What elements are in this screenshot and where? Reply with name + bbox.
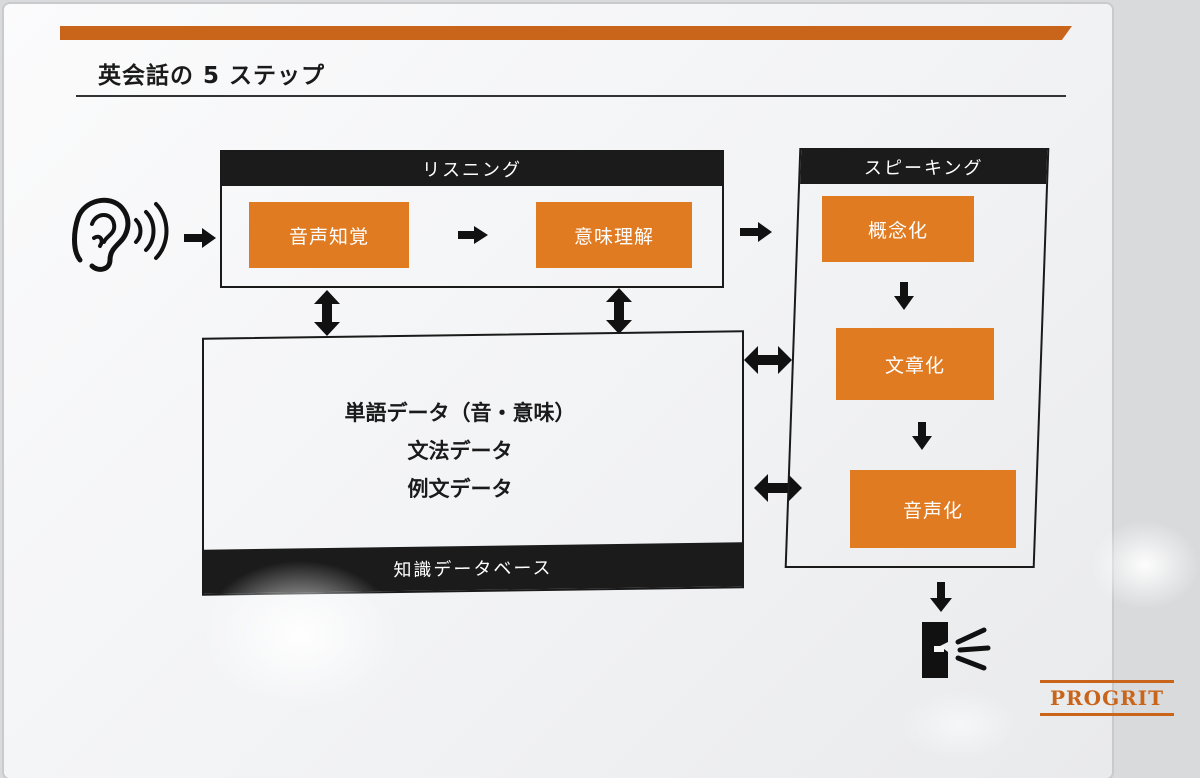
double-arrow-vertical-icon: [314, 290, 340, 336]
glare-reflection: [200, 560, 400, 710]
step-articulation: 音声化: [850, 470, 1016, 548]
arrow-down-icon: [912, 422, 932, 450]
knowledge-line-examples: 例文データ: [407, 477, 513, 501]
arrow-down-icon: [894, 282, 914, 310]
title-divider: [76, 95, 1066, 97]
double-arrow-vertical-icon: [606, 288, 632, 334]
brand-logo: PROGRIT: [1040, 680, 1174, 716]
top-accent-bar: [60, 26, 1072, 40]
step-sound-perception: 音声知覚: [249, 202, 409, 268]
glare-reflection: [900, 690, 1020, 760]
double-arrow-horizontal-icon: [754, 474, 802, 502]
listening-label: リスニング: [222, 152, 722, 186]
glare-reflection: [1090, 520, 1200, 610]
arrow-right-icon: [458, 226, 488, 244]
speaking-mouth-icon: [922, 622, 991, 678]
step-formulation: 文章化: [836, 328, 994, 400]
arrow-right-icon: [740, 222, 772, 242]
listening-frame: リスニング: [220, 150, 724, 288]
arrow-down-icon: [930, 582, 952, 612]
step-meaning-understanding: 意味理解: [536, 202, 692, 268]
ear-icon: [72, 197, 169, 272]
knowledge-content: 単語データ（音・意味） 文法データ 例文データ: [300, 394, 620, 508]
page-title: 英会話の 5 ステップ: [98, 63, 326, 89]
knowledge-line-vocab: 単語データ（音・意味）: [344, 401, 576, 425]
knowledge-line-grammar: 文法データ: [407, 439, 513, 463]
arrow-right-icon: [184, 228, 216, 248]
step-conceptualization: 概念化: [822, 196, 974, 262]
double-arrow-horizontal-icon: [744, 346, 792, 374]
speaking-label: スピーキング: [800, 150, 1048, 184]
